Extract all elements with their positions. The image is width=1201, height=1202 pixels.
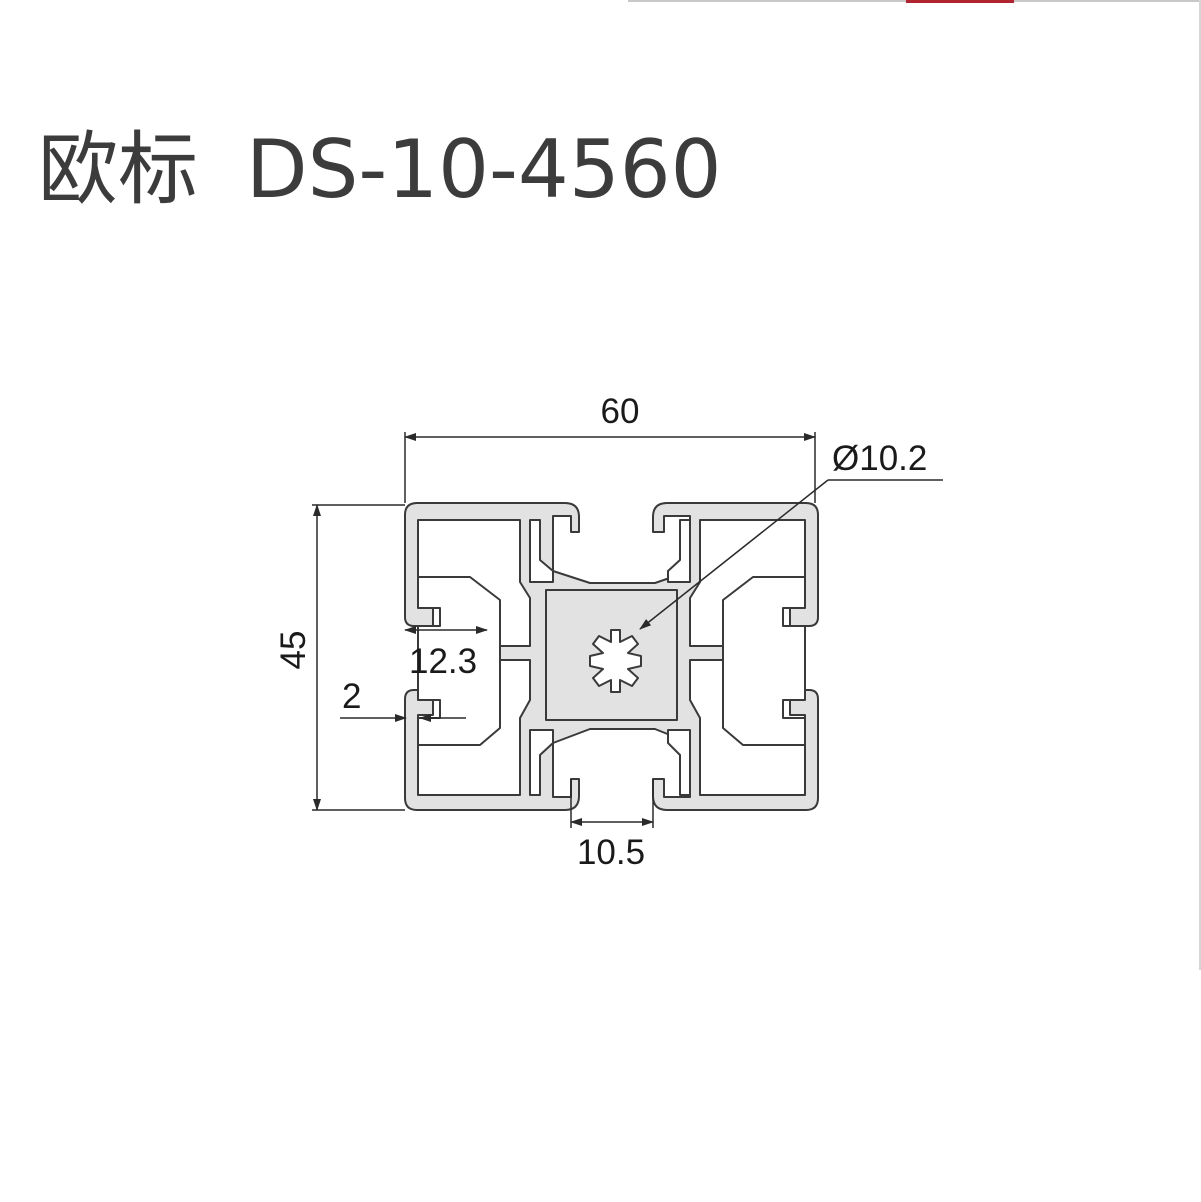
top-accent-bar: [906, 0, 1014, 3]
dimension-slot-width: [570, 779, 654, 828]
dimension-bore-leader: [639, 479, 943, 630]
slot-depth-label: 12.3: [409, 642, 477, 681]
title-model: DS-10-4560: [246, 122, 722, 216]
lower-left-web: [529, 729, 554, 796]
height-label: 45: [274, 631, 313, 670]
dimension-width: [404, 432, 816, 503]
center-bore: [589, 629, 642, 693]
wall-thickness-label: 2: [342, 677, 361, 716]
right-slot-pocket: [722, 576, 806, 746]
right-divider: [1199, 0, 1201, 970]
dimension-height: [312, 504, 405, 811]
upper-right-web: [667, 519, 691, 583]
width-label: 60: [601, 392, 640, 431]
title-prefix: 欧标: [38, 122, 198, 216]
slot-width-label: 10.5: [577, 833, 645, 872]
lower-right-web: [667, 729, 691, 796]
upper-left-web: [529, 519, 554, 583]
bore-diameter-label: Ø10.2: [832, 439, 927, 478]
page-title: 欧标 DS-10-4560: [38, 120, 722, 220]
